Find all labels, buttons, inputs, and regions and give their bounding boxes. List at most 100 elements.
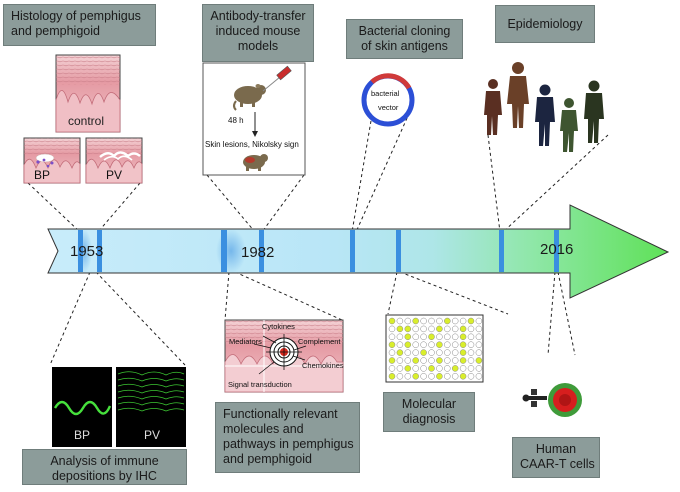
well [436,325,443,333]
well [388,365,396,372]
well [396,365,404,372]
label-bacterial-cloning: Bacterial cloning of skin antigens [346,19,463,59]
well [475,365,483,372]
well [451,365,459,372]
well [412,333,419,341]
well [451,317,459,325]
well [412,373,419,380]
histology-pv-label: PV [106,168,123,182]
well [420,317,427,325]
label-pathways-line2: molecules and [223,422,304,436]
label-molecular-line2: diagnosis [402,412,456,426]
well [475,341,483,348]
well [412,325,419,333]
well [459,317,467,325]
well [444,349,451,356]
marker-2016 [554,230,559,272]
well [404,349,412,356]
well [467,341,475,348]
label-pathways-line1: Functionally relevant [223,407,338,421]
well [436,341,443,348]
mouse-result-label: Skin lesions, Nikolsky sign [205,140,299,149]
well [475,317,483,325]
label-ihc-line1: Analysis of immune [50,454,159,468]
well [459,349,467,356]
well [459,373,467,380]
caar-t-cell-icon [522,383,582,417]
well [444,357,451,364]
well [475,357,483,364]
well [475,333,483,341]
well [467,325,475,333]
well [428,325,435,333]
well [459,333,467,341]
well [475,325,483,333]
marker-1982-b [259,230,264,272]
well [459,341,467,348]
well [404,325,412,333]
well [396,349,404,356]
well [459,365,467,372]
label-pathways: Functionally relevant molecules and path… [215,402,360,473]
well [396,357,404,364]
well [444,333,451,341]
pathway-complement-label: Complement [298,337,341,346]
well [420,365,427,372]
well [428,349,435,356]
well [404,365,412,372]
label-histology: Histology of pemphigus and pemphigoid [3,4,156,46]
histology-pv-image [85,137,143,184]
plasmid-vector-icon [361,73,415,127]
ihc-pv-image [116,367,186,447]
mouse-icon [233,84,266,111]
label-mouse-line3: models [237,39,279,53]
well [396,317,404,325]
well [436,357,443,364]
marker-cloning [350,230,355,272]
histology-bp-label: BP [34,168,51,182]
label-cloning-line2: of skin antigens [361,39,448,53]
well [467,349,475,356]
well [436,373,443,380]
well [428,373,435,380]
well [388,373,396,380]
label-molecular-line1: Molecular [401,397,457,411]
well-plate-icon [385,314,484,383]
label-caar-t-line2: CAAR-T cells [520,457,595,471]
plasmid-label-line1: bacterial [371,89,400,98]
target-icon [266,334,302,370]
well [467,365,475,372]
marker-1953-a [78,230,83,272]
well [436,317,443,325]
well [420,357,427,364]
well [475,373,483,380]
marker-epidemiology [499,230,504,272]
well [467,357,475,364]
well [451,341,459,348]
marker-1982-a [221,230,227,272]
pathway-signal-label: Signal transduction [228,380,292,389]
well [404,357,412,364]
well [388,341,396,348]
pathway-cytokines-label: Cytokines [262,322,295,331]
label-caar-t: Human CAAR-T cells [512,437,600,478]
mouse-hours-label: 48 h [228,116,244,125]
well [451,333,459,341]
people-silhouettes-icon [484,62,604,152]
well [404,373,412,380]
timeline-markers [76,229,559,273]
well [436,333,443,341]
well [467,373,475,380]
label-mouse-line1: Antibody-transfer [210,9,306,23]
year-2016: 2016 [540,241,574,258]
ihc-pv-label: PV [144,428,161,442]
well [396,373,404,380]
label-pathways-line3: pathways in pemphigus [223,437,354,451]
well [412,341,419,348]
well [412,357,419,364]
well [475,349,483,356]
year-1982: 1982 [241,244,275,261]
marker-1953-b [97,230,102,272]
well [428,365,435,372]
